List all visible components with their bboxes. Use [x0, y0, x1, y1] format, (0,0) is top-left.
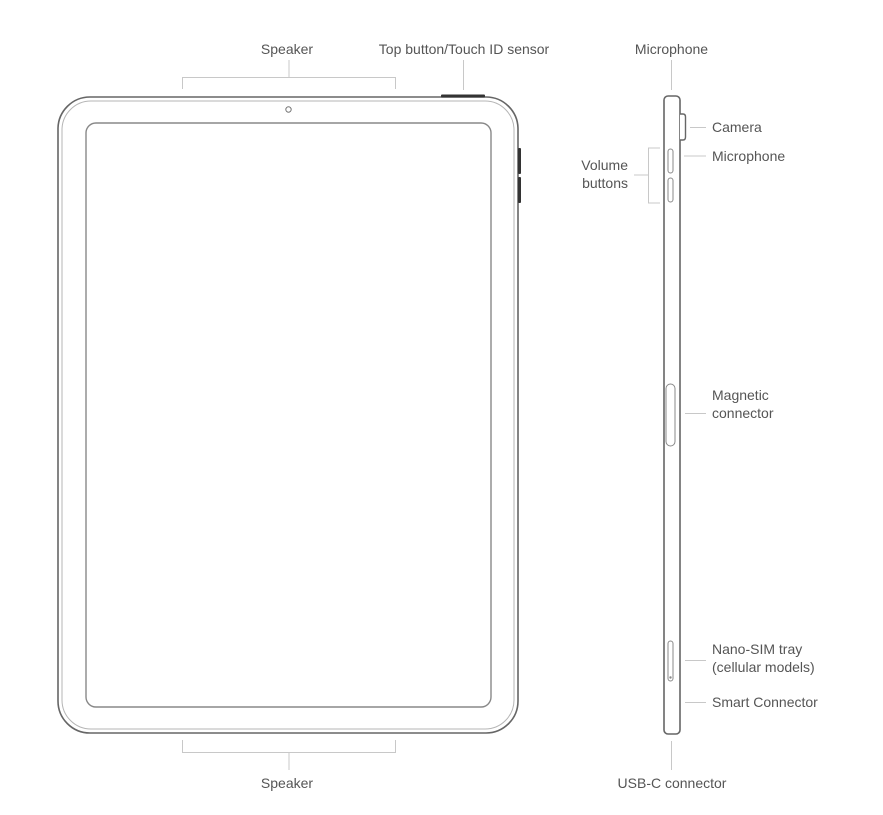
front-leaders	[182, 60, 464, 770]
label-smart-connector: Smart Connector	[712, 694, 818, 710]
volume-bracket	[634, 147, 660, 204]
label-microphone-side: Microphone	[712, 148, 785, 164]
magnetic-connector	[665, 383, 676, 447]
front-camera-icon	[285, 106, 292, 113]
volume-up-button	[667, 148, 674, 174]
rear-camera-bump	[680, 113, 687, 141]
label-nanosim-line1: Nano-SIM tray	[712, 641, 802, 657]
sim-eject-hole-icon	[669, 676, 672, 679]
speaker-bottom-bracket	[182, 740, 396, 770]
labels: Speaker Top button/Touch ID sensor Speak…	[261, 41, 818, 791]
label-speaker-top: Speaker	[261, 41, 313, 57]
ipad-side-body	[663, 95, 681, 735]
ipad-front-view	[57, 94, 521, 734]
label-volume-line2: buttons	[582, 175, 628, 191]
speaker-top-bracket	[182, 60, 396, 89]
ipad-side-view	[663, 95, 687, 735]
side-leaders	[634, 60, 706, 770]
label-magnetic-line2: connector	[712, 405, 774, 421]
side-volume-up-button	[518, 148, 521, 174]
ipad-body-inner-edge	[61, 100, 515, 730]
label-magnetic-line1: Magnetic	[712, 387, 769, 403]
volume-down-button	[667, 177, 674, 203]
label-usbc: USB-C connector	[618, 775, 727, 791]
label-camera: Camera	[712, 119, 762, 135]
label-volume-line1: Volume	[581, 157, 628, 173]
label-top-button: Top button/Touch ID sensor	[379, 41, 550, 57]
top-button	[441, 94, 485, 98]
label-speaker-bottom: Speaker	[261, 775, 313, 791]
nano-sim-tray	[667, 640, 674, 682]
label-microphone-top: Microphone	[635, 41, 708, 57]
side-volume-down-button	[518, 177, 521, 203]
ipad-screen	[85, 122, 492, 708]
label-nanosim-line2: (cellular models)	[712, 659, 815, 675]
